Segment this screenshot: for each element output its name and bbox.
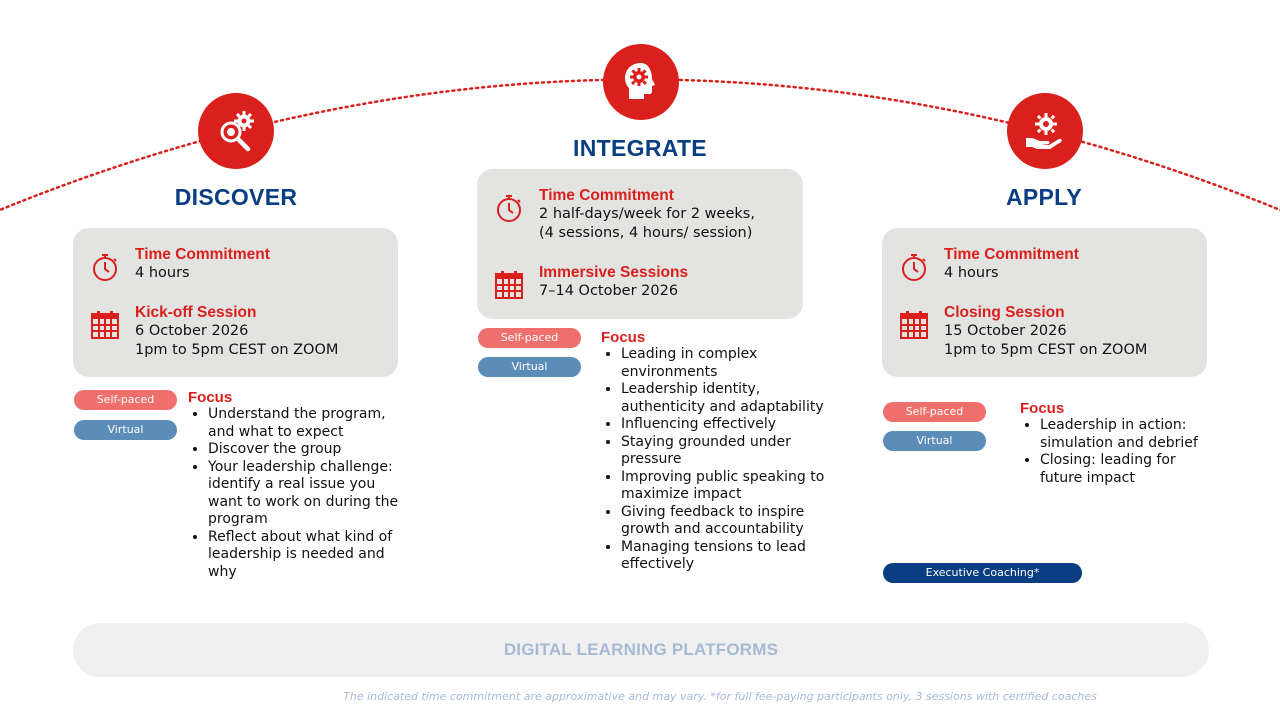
digital-learning-platforms-bar: DIGITAL LEARNING PLATFORMS (73, 623, 1209, 677)
discover-focus-list: Understand the program, and what to expe… (188, 406, 403, 581)
list-item: Understand the program, and what to expe… (208, 406, 403, 441)
integrate-time-label: Time Commitment (539, 187, 674, 204)
list-item: Leading in complex environments (621, 346, 841, 381)
apply-session-date: 15 October 2026 (944, 323, 1067, 339)
apply-focus-title: Focus (1020, 400, 1065, 417)
integrate-self-paced-pill: Self-paced (478, 328, 581, 348)
list-item: Leadership identity, authenticity and ad… (621, 381, 841, 416)
apply-self-paced-pill: Self-paced (883, 402, 986, 422)
magnifier-gears-icon (220, 111, 254, 152)
integrate-info-card: Time Commitment 2 half-days/week for 2 w… (477, 169, 803, 319)
integrate-session-label: Immersive Sessions (539, 264, 689, 281)
integrate-time-value-1: 2 half-days/week for 2 weeks, (539, 206, 755, 222)
stopwatch-icon (493, 192, 525, 224)
integrate-badge (603, 44, 679, 120)
integrate-title: INTEGRATE (573, 135, 707, 161)
list-item: Reflect about what kind of leadership is… (208, 529, 403, 582)
apply-focus: Focus Leadership in action: simulation a… (1020, 400, 1205, 487)
list-item: Influencing effectively (621, 416, 841, 434)
calendar-icon (898, 309, 930, 341)
discover-focus-title: Focus (188, 389, 233, 406)
calendar-icon (493, 269, 525, 301)
discover-session-label: Kick-off Session (135, 304, 257, 321)
apply-session-time: 1pm to 5pm CEST on ZOOM (944, 342, 1148, 358)
integrate-session-date: 7–14 October 2026 (539, 283, 679, 299)
stopwatch-icon (89, 251, 121, 283)
apply-focus-list: Leadership in action: simulation and deb… (1020, 417, 1205, 487)
discover-time-label: Time Commitment (135, 246, 270, 263)
discover-virtual-pill: Virtual (74, 420, 177, 440)
discover-focus: Focus Understand the program, and what t… (188, 389, 403, 581)
calendar-icon (89, 309, 121, 341)
apply-badge (1007, 93, 1083, 169)
hand-gear-icon (1026, 113, 1062, 149)
apply-info-card: Time Commitment 4 hours Closing Session … (882, 228, 1207, 377)
discover-self-paced-pill: Self-paced (74, 390, 177, 410)
apply-title: APPLY (1005, 184, 1083, 210)
apply-time-value: 4 hours (944, 265, 999, 281)
discover-info-card: Time Commitment 4 hours Kick-off Session… (73, 228, 398, 377)
discover-title: DISCOVER (174, 184, 298, 210)
list-item: Your leadership challenge: identify a re… (208, 459, 403, 529)
discover-session-time: 1pm to 5pm CEST on ZOOM (135, 342, 339, 358)
list-item: Staying grounded under pressure (621, 434, 841, 469)
stopwatch-icon (898, 251, 930, 283)
discover-time-value: 4 hours (135, 265, 190, 281)
list-item: Leadership in action: simulation and deb… (1040, 417, 1205, 452)
integrate-focus-list: Leading in complex environments Leadersh… (601, 346, 841, 574)
apply-session-label: Closing Session (944, 304, 1065, 321)
integrate-virtual-pill: Virtual (478, 357, 581, 377)
list-item: Discover the group (208, 441, 403, 459)
integrate-focus-title: Focus (601, 329, 646, 346)
list-item: Closing: leading for future impact (1040, 452, 1205, 487)
discover-badge (198, 93, 274, 169)
list-item: Improving public speaking to maximize im… (621, 469, 841, 504)
discover-session-date: 6 October 2026 (135, 323, 249, 339)
apply-virtual-pill: Virtual (883, 431, 986, 451)
apply-time-label: Time Commitment (944, 246, 1079, 263)
executive-coaching-pill: Executive Coaching* (883, 563, 1082, 583)
footnote: The indicated time commitment are approx… (343, 690, 1097, 703)
list-item: Managing tensions to lead effectively (621, 539, 841, 574)
head-gear-icon (625, 63, 655, 99)
integrate-focus: Focus Leading in complex environments Le… (601, 329, 841, 574)
integrate-time-value-2: (4 sessions, 4 hours/ session) (539, 225, 753, 241)
list-item: Giving feedback to inspire growth and ac… (621, 504, 841, 539)
